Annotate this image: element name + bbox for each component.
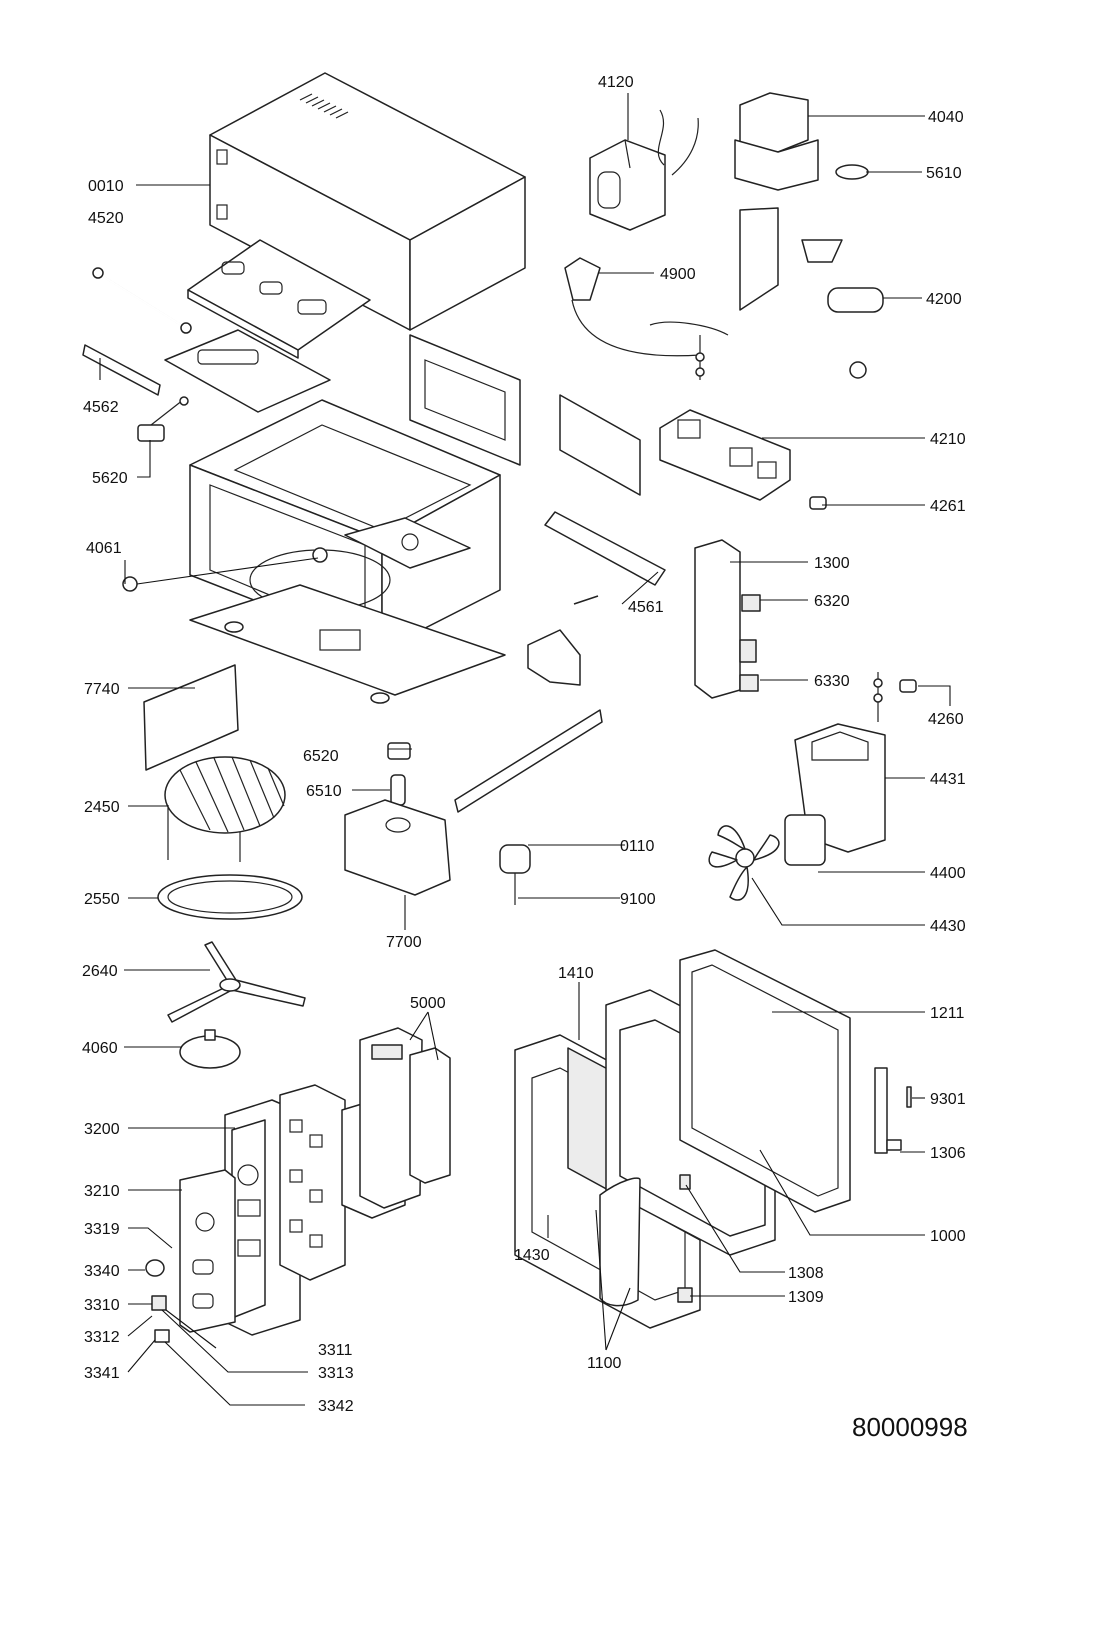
label-3210: 3210 — [84, 1183, 120, 1200]
roller-ring-2550-drawing — [157, 874, 303, 920]
part-drawings — [82, 72, 917, 1343]
label-4520: 4520 — [88, 210, 124, 227]
label-1300: 1300 — [814, 555, 850, 572]
control-pcb-drawing — [279, 1084, 346, 1281]
faceplate-3210-drawing — [179, 1169, 236, 1333]
spring-9301-drawing — [906, 1086, 912, 1108]
thermal-fuse-5610-drawing — [835, 164, 869, 180]
leader-lines — [99, 93, 951, 1406]
label-1308: 1308 — [788, 1265, 824, 1282]
label-1211: 1211 — [930, 1005, 965, 1022]
label-3313: 3313 — [318, 1365, 354, 1382]
label-1100: 1100 — [587, 1355, 622, 1372]
door-hinge-1309-drawing — [677, 1287, 693, 1303]
label-4260: 4260 — [928, 711, 964, 728]
label-9100: 9100 — [620, 891, 656, 908]
label-5610: 5610 — [926, 165, 962, 182]
label-3311: 3311 — [318, 1342, 353, 1359]
label-2550: 2550 — [84, 891, 120, 908]
capacitor-4200-drawing — [739, 207, 884, 379]
label-2450: 2450 — [84, 799, 120, 816]
label-4562: 4562 — [83, 399, 119, 416]
shelf-plate-drawing — [164, 329, 331, 413]
label-6510: 6510 — [306, 783, 342, 800]
transformer-4120-drawing — [589, 109, 699, 231]
mount-rail-drawing — [454, 709, 603, 813]
label-3310: 3310 — [84, 1297, 120, 1314]
grill-heater-drawing — [92, 267, 192, 334]
fan-blade-4430-drawing — [708, 825, 780, 901]
power-cord-4900-drawing — [564, 257, 729, 380]
label-1410: 1410 — [558, 965, 594, 982]
label-2640: 2640 — [82, 963, 118, 980]
label-3312: 3312 — [84, 1329, 120, 1346]
label-4120: 4120 — [598, 74, 634, 91]
bracket-4562-drawing — [82, 344, 161, 396]
door-handle-1100-drawing — [599, 1177, 641, 1307]
door-frame-1211-drawing — [679, 949, 851, 1213]
hv-board-4210-drawing — [659, 409, 791, 501]
waveguide-mica-7740-drawing — [143, 664, 239, 771]
label-3341: 3341 — [84, 1365, 120, 1382]
label-3342: 3342 — [318, 1398, 354, 1415]
waveguide-cover-drawing — [344, 517, 471, 569]
label-4040: 4040 — [928, 109, 964, 126]
control-cover-plate-drawing — [187, 239, 371, 359]
label-6520: 6520 — [303, 748, 339, 765]
interlock-frame-1300-drawing — [694, 539, 761, 699]
lamp-6510-drawing — [390, 774, 406, 806]
label-7740: 7740 — [84, 681, 120, 698]
pcb-5000-drawing — [359, 1027, 451, 1209]
cavity-base-drawing — [189, 584, 506, 704]
document-number: 80000998 — [852, 1412, 968, 1442]
label-4060: 4060 — [82, 1040, 118, 1057]
label-3340: 3340 — [84, 1263, 120, 1280]
label-4430: 4430 — [930, 918, 966, 935]
fan-motor-4400-drawing — [784, 814, 826, 866]
label-6330: 6330 — [814, 673, 850, 690]
label-1430: 1430 — [514, 1247, 550, 1264]
part-labels: 0010 4520 4562 5620 4061 7740 2450 2550 … — [82, 74, 968, 1442]
label-3200: 3200 — [84, 1121, 120, 1138]
label-4200: 4200 — [926, 291, 962, 308]
label-5000: 5000 — [410, 995, 446, 1012]
outer-cabinet-drawing — [209, 72, 526, 331]
lamp-6520-drawing — [387, 742, 411, 760]
label-6320: 6320 — [814, 593, 850, 610]
thermostat-5620-drawing — [137, 396, 189, 442]
transformer-4040-drawing — [734, 92, 819, 191]
label-7700: 7700 — [386, 934, 422, 951]
rail-4561-drawing — [544, 511, 666, 605]
label-4261: 4261 — [930, 498, 966, 515]
shield-plate-drawing — [559, 394, 641, 496]
door-spring-1308-drawing — [679, 1174, 691, 1190]
label-1000: 1000 — [930, 1228, 966, 1245]
coupler-0110-drawing — [499, 844, 531, 905]
side-panel-drawing — [409, 334, 521, 466]
label-4561: 4561 — [628, 599, 664, 616]
grill-rack-2450-drawing — [164, 756, 286, 862]
thermostat-4260-drawing — [873, 672, 917, 722]
label-4061: 4061 — [86, 540, 122, 557]
label-4400: 4400 — [930, 865, 966, 882]
knob-3340-drawing — [145, 1259, 165, 1277]
switch-parts-drawing — [151, 1295, 170, 1343]
label-4900: 4900 — [660, 266, 696, 283]
label-3319: 3319 — [84, 1221, 120, 1238]
label-0110: 0110 — [620, 838, 655, 855]
lamp-cover-7700-drawing — [344, 799, 451, 896]
label-4431: 4431 — [930, 771, 966, 788]
turntable-support-2640-drawing — [167, 941, 306, 1023]
label-1309: 1309 — [788, 1289, 824, 1306]
label-9301: 9301 — [930, 1091, 966, 1108]
turntable-motor-4060-drawing — [179, 1029, 241, 1069]
label-5620: 5620 — [92, 470, 128, 487]
label-4210: 4210 — [930, 431, 966, 448]
label-1306: 1306 — [930, 1145, 966, 1162]
motor-bracket-drawing — [527, 629, 581, 686]
thermostat-4261-drawing — [809, 496, 827, 510]
door-hook-1306-drawing — [874, 1067, 902, 1154]
label-0010: 0010 — [88, 178, 124, 195]
